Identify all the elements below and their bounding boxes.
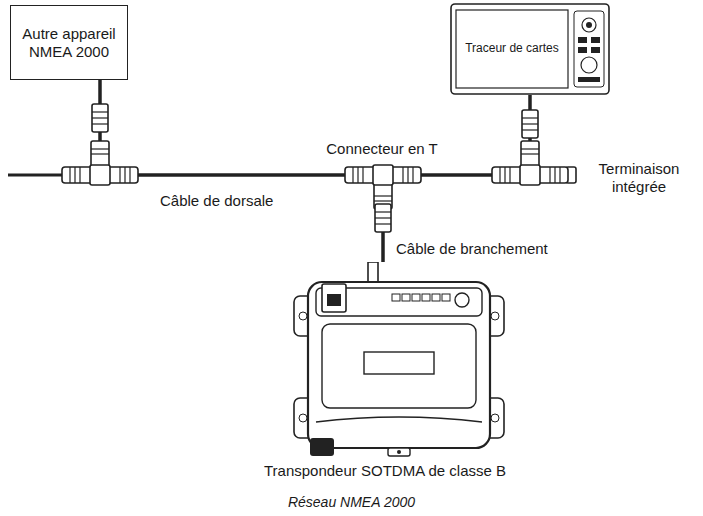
- chartplotter: Traceur de cartes: [450, 3, 610, 95]
- device-label: Autre appareil NMEA 2000: [15, 25, 123, 61]
- device-label: Transpondeur SOTDMA de classe B: [245, 462, 525, 480]
- part-label: Connecteur en T: [302, 140, 462, 158]
- transponder: Transpondeur SOTDMA de classe B: [245, 262, 525, 480]
- transponder-drawing: [288, 262, 510, 462]
- part-label: Câble de branchement: [396, 240, 596, 258]
- figure-caption: Réseau NMEA 2000: [200, 494, 503, 511]
- part-label: Câble de dorsale: [160, 192, 320, 210]
- device-box: Autre appareil NMEA 2000: [10, 5, 128, 80]
- part-label: Terminaison intégrée: [584, 160, 694, 196]
- device-label: Traceur de cartes: [456, 41, 568, 55]
- network-cable: [100, 80, 383, 262]
